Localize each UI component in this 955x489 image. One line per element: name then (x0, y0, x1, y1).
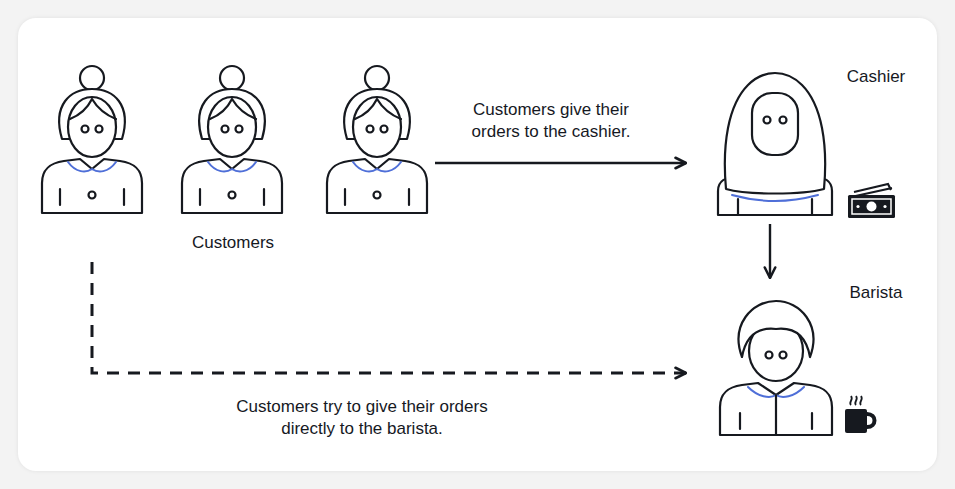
figure-group: Cashier (688, 62, 917, 222)
edge-label: Customers give their orders to the cashi… (449, 99, 654, 143)
customer-figure (182, 66, 282, 213)
figure-heading: Barista (838, 282, 914, 304)
figure-heading: Cashier (838, 66, 914, 88)
figure-group: Customers (35, 60, 433, 260)
barista-figure (720, 301, 832, 435)
cashier-figure (718, 73, 832, 215)
money-icon (848, 184, 895, 218)
customer-figure (42, 66, 142, 213)
customer-figure (327, 66, 427, 213)
figure-group: Barista (688, 280, 917, 440)
coffee-icon (845, 396, 875, 433)
flow-arrow (769, 224, 771, 278)
figure-heading: Customers (173, 232, 293, 254)
dashed-arrow (92, 262, 686, 373)
edge-label: Customers try to give their orders direc… (235, 396, 490, 440)
flow-arrow (435, 162, 686, 164)
